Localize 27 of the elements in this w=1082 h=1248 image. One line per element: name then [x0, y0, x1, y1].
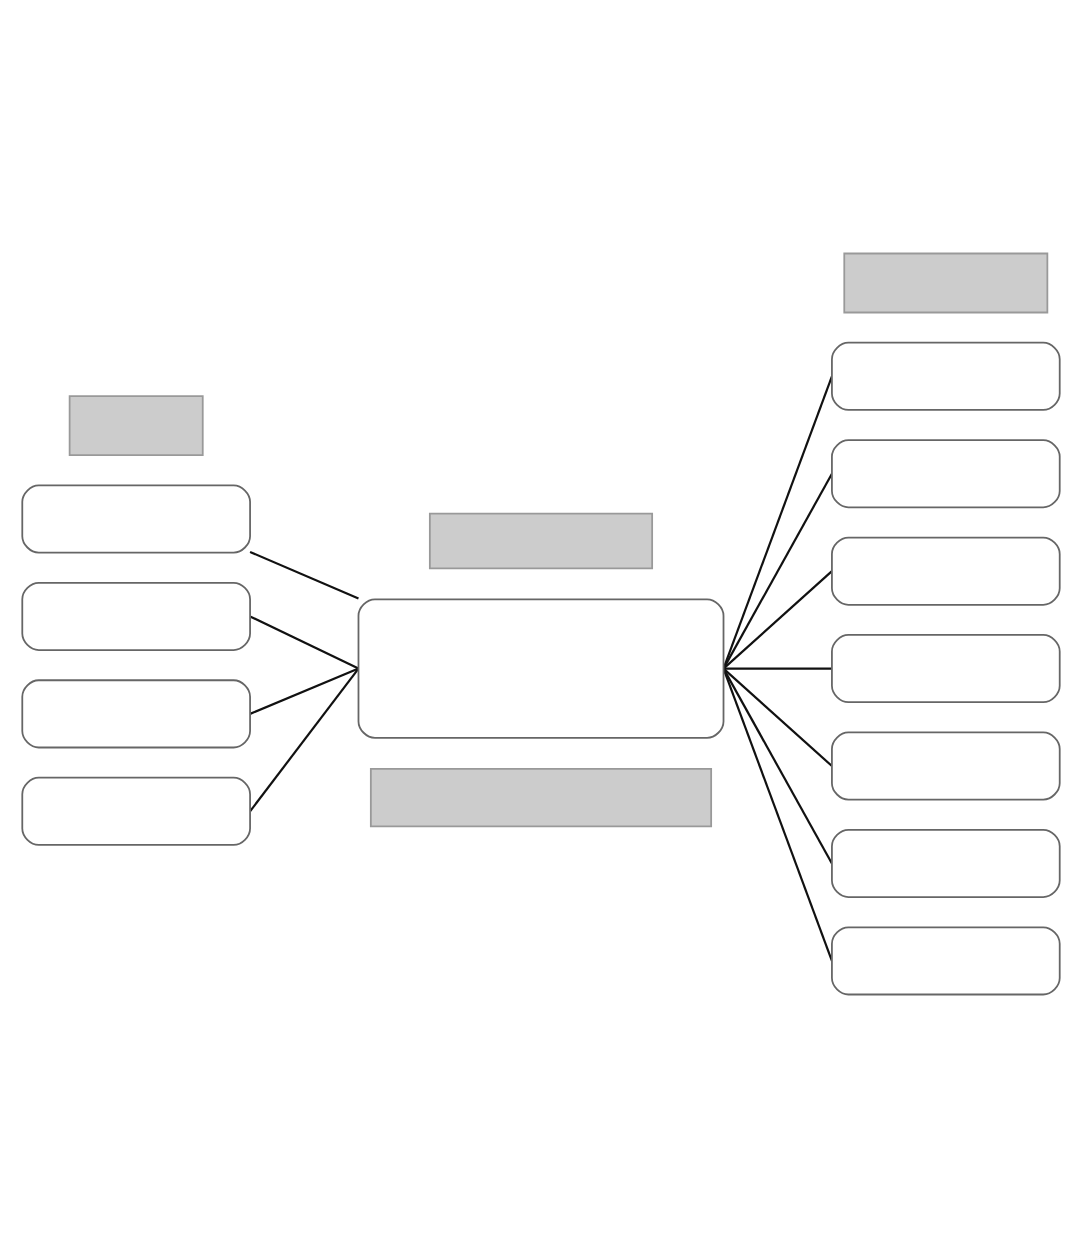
node-box	[21, 679, 251, 749]
connector	[249, 550, 359, 600]
node-box	[21, 581, 251, 651]
node-box	[831, 634, 1061, 704]
connector	[249, 615, 359, 670]
node-box	[831, 439, 1061, 509]
connector	[249, 667, 360, 812]
node-bar	[369, 767, 713, 828]
node-box	[831, 731, 1061, 801]
connector	[722, 667, 833, 767]
node-box	[831, 828, 1061, 898]
node-box	[357, 598, 725, 739]
node-bar	[843, 252, 1049, 314]
node-bar	[68, 395, 204, 457]
connector	[723, 667, 832, 670]
node-box	[21, 484, 251, 554]
node-box	[831, 341, 1061, 411]
connector	[722, 473, 833, 670]
connector	[722, 375, 833, 669]
node-box	[831, 926, 1061, 996]
connector	[722, 668, 833, 962]
connector	[722, 668, 833, 864]
node-box	[831, 536, 1061, 606]
node-bar	[428, 512, 654, 570]
connector	[249, 667, 359, 715]
node-box	[21, 776, 251, 846]
connector	[722, 570, 833, 670]
